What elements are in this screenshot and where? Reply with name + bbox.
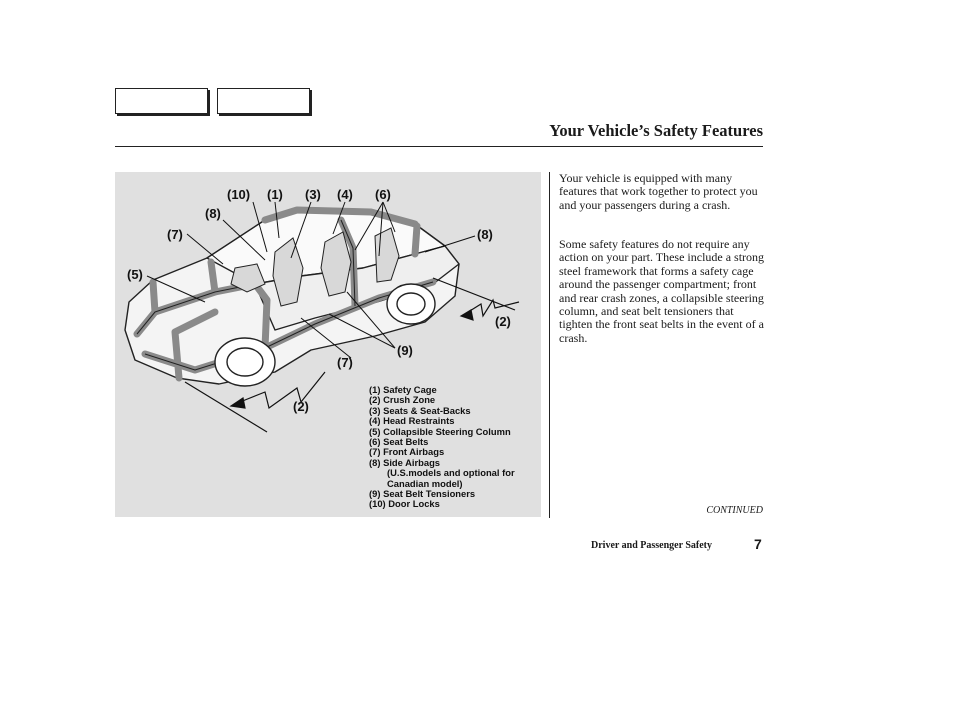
legend-item: (8) Side Airbags bbox=[369, 456, 441, 468]
callout-7-top: (7) bbox=[167, 227, 183, 242]
legend-item: (6) Seat Belts bbox=[369, 436, 429, 448]
callout-10: (10) bbox=[227, 187, 250, 202]
legend-item: (1) Safety Cage bbox=[369, 384, 437, 395]
continued-label: CONTINUED bbox=[706, 505, 763, 516]
callout-8-left: (8) bbox=[205, 206, 221, 221]
figure-legend: (1) Safety Cage (2) Crush Zone (3) Seats… bbox=[369, 384, 515, 510]
callout-3: (3) bbox=[305, 187, 321, 202]
page-title: Your Vehicle’s Safety Features bbox=[549, 121, 763, 140]
legend-item: (10) Door Locks bbox=[369, 498, 440, 510]
callout-7-bottom: (7) bbox=[337, 355, 353, 370]
callout-1: (1) bbox=[267, 187, 283, 202]
legend-item: (9) Seat Belt Tensioners bbox=[369, 488, 476, 500]
frame-outline bbox=[136, 219, 434, 371]
legend-item: (2) Crush Zone bbox=[369, 394, 436, 406]
car-illustration: (10) (1) (3) (4) (6) (8) (7) (8) (5) (2)… bbox=[124, 187, 520, 433]
legend-item: (7) Front Airbags bbox=[369, 446, 445, 458]
legend-item: (3) Seats & Seat-Backs bbox=[369, 404, 471, 416]
leader-lines bbox=[146, 201, 476, 359]
legend-item-note: Canadian model) bbox=[387, 477, 463, 489]
nav-box-2[interactable] bbox=[217, 88, 310, 114]
column-divider bbox=[549, 172, 550, 518]
callout-6: (6) bbox=[375, 187, 391, 202]
seats bbox=[230, 227, 400, 307]
crush-zone-arrows bbox=[184, 277, 520, 433]
callout-2-bottom: (2) bbox=[293, 399, 309, 414]
body-paragraph-1: Your vehicle is equipped with many featu… bbox=[559, 171, 758, 212]
callout-4: (4) bbox=[337, 187, 353, 202]
title-rule bbox=[115, 146, 763, 147]
callout-8-right: (8) bbox=[477, 227, 493, 242]
legend-item: (5) Collapsible Steering Column bbox=[369, 425, 511, 437]
body-paragraph-2: Some safety features do not require any … bbox=[559, 237, 765, 345]
section-label: Driver and Passenger Safety bbox=[591, 540, 713, 551]
callout-2-right: (2) bbox=[495, 314, 511, 329]
safety-features-figure: (10) (1) (3) (4) (6) (8) (7) (8) (5) (2)… bbox=[115, 172, 541, 517]
legend-item-note: (U.S.models and optional for bbox=[387, 467, 515, 479]
wheels bbox=[214, 283, 436, 387]
nav-box-1[interactable] bbox=[115, 88, 208, 114]
legend-item: (4) Head Restraints bbox=[369, 415, 455, 427]
callout-9: (9) bbox=[397, 343, 413, 358]
page-number: 7 bbox=[754, 536, 762, 552]
callout-5: (5) bbox=[127, 267, 143, 282]
